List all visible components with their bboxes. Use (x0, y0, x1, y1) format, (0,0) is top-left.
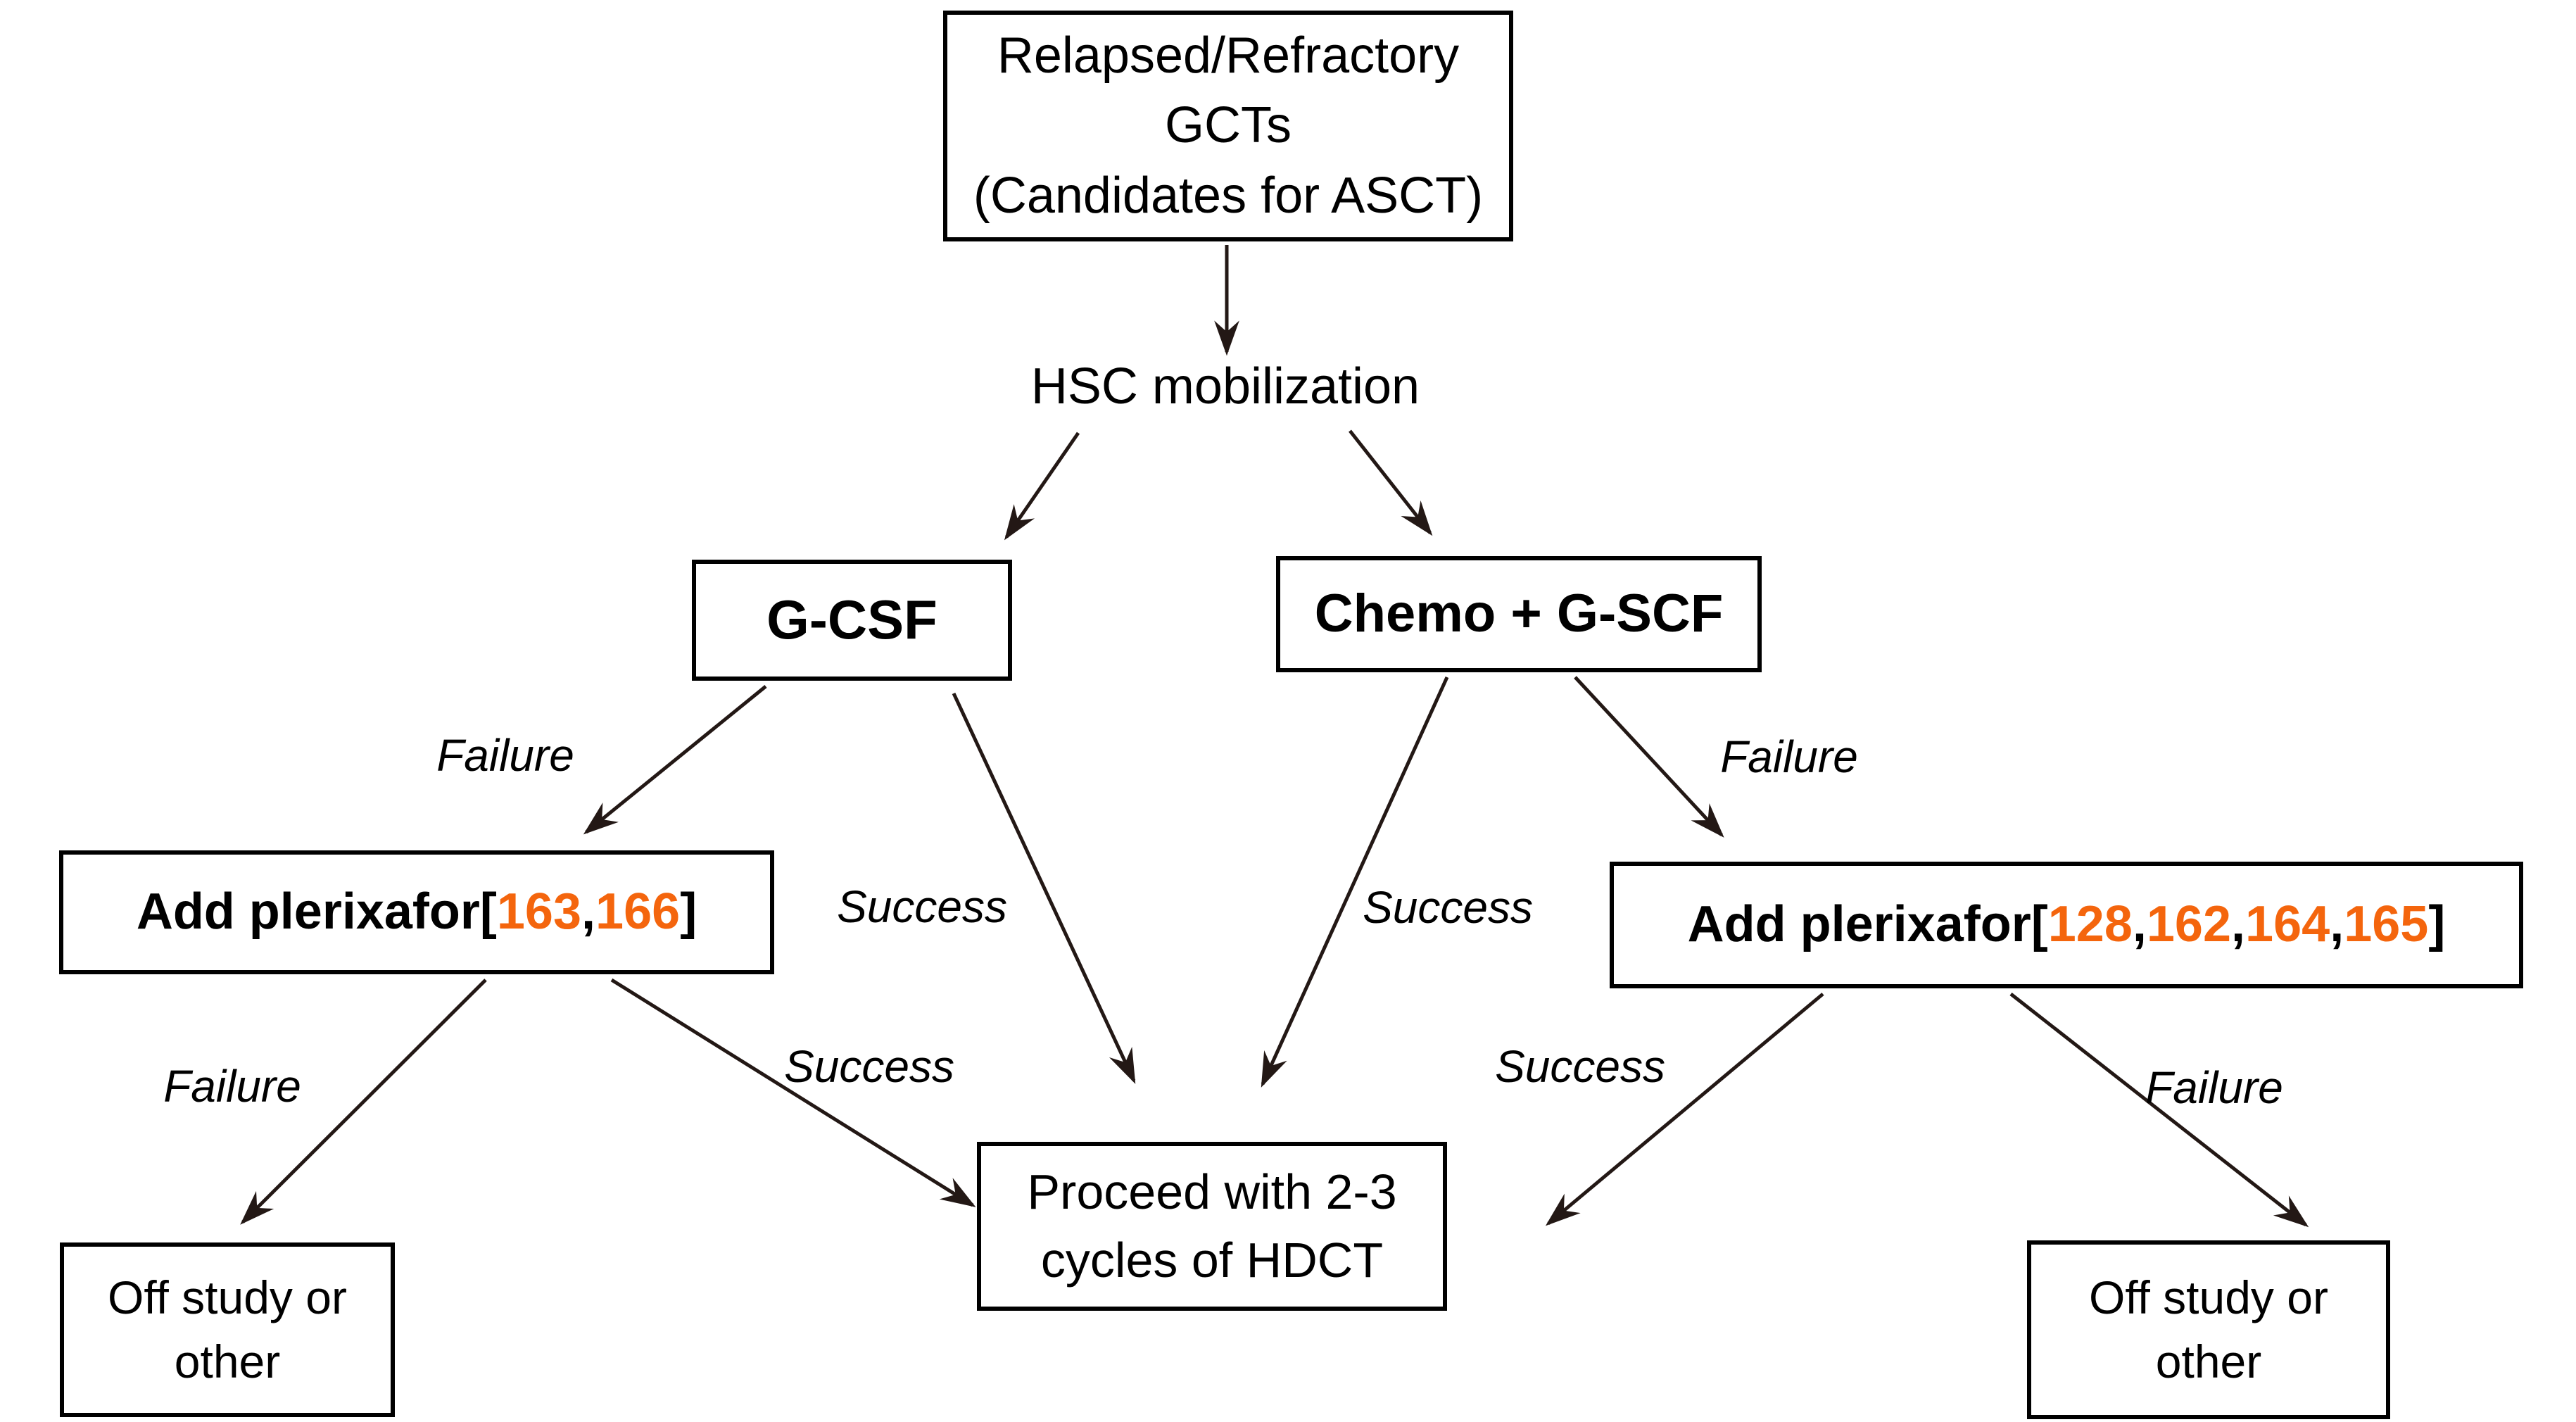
node-off-study-right: Off study or other (2027, 1240, 2390, 1419)
arrow-plerixafor-left-failure-to-off-study (240, 979, 487, 1225)
plerixafor-suffix: ] (680, 883, 697, 940)
plerixafor-prefix: Add plerixafor[ (136, 883, 497, 940)
node-label: Off study or other (2089, 1271, 2328, 1388)
plerixafor-suffix: ] (2428, 896, 2446, 953)
node-label: HSC mobilization (1030, 358, 1420, 415)
arrow-gcsf-failure-to-plerixafor-left (583, 685, 767, 835)
arrow-chemo-failure-to-plerixafor-right (1574, 676, 1724, 838)
node-proceed-hdct: Proceed with 2-3 cycles of HDCT (977, 1142, 1447, 1311)
label-gcsf-success: Success (837, 881, 1007, 932)
node-label: Off study or other (108, 1271, 347, 1388)
node-add-plerixafor-right: Add plerixafor[128,162,164,165] (1610, 862, 2523, 988)
arrow-plerixafor-right-success-to-hdct (1545, 993, 1824, 1226)
arrow-hsc-to-chemo (1349, 429, 1433, 536)
arrow-chemo-success-to-hdct (1261, 676, 1449, 1088)
arrow-plerixafor-right-failure-to-off-study (2009, 993, 2309, 1228)
label-plerixafor-right-success: Success (1495, 1041, 1665, 1092)
node-label: G-CSF (766, 589, 937, 651)
node-label: Add plerixafor[163,166] (137, 877, 697, 947)
node-chemo-gscf: Chemo + G-SCF (1276, 556, 1762, 672)
node-off-study-left: Off study or other (60, 1242, 395, 1417)
node-label: Relapsed/Refractory GCTs (Candidates for… (973, 27, 1484, 224)
node-add-plerixafor-left: Add plerixafor[163,166] (59, 850, 774, 974)
label-chemo-success: Success (1363, 882, 1533, 933)
node-label: Proceed with 2-3 cycles of HDCT (1027, 1164, 1397, 1288)
reference-numbers: 128,162,164,165 (2047, 896, 2429, 953)
node-relapsed-refractory-gcts: Relapsed/Refractory GCTs (Candidates for… (943, 11, 1513, 241)
label-plerixafor-left-failure: Failure (163, 1061, 301, 1112)
reference-numbers: 163,166 (496, 883, 681, 940)
plerixafor-prefix: Add plerixafor[ (1687, 896, 2048, 953)
node-label: Chemo + G-SCF (1314, 584, 1724, 644)
label-gcsf-failure: Failure (436, 730, 574, 781)
arrow-plerixafor-left-success-to-hdct (610, 978, 976, 1207)
label-plerixafor-right-failure: Failure (2145, 1062, 2283, 1113)
arrow-hsc-to-gcsf (1004, 432, 1080, 541)
node-hsc-mobilization: HSC mobilization (1031, 358, 1420, 415)
node-gcsf: G-CSF (692, 560, 1012, 681)
label-chemo-failure: Failure (1720, 731, 1858, 782)
node-label: Add plerixafor[128,162,164,165] (1688, 890, 2446, 959)
label-plerixafor-left-success: Success (784, 1041, 954, 1092)
arrow-gcsf-success-to-hdct (952, 692, 1136, 1084)
